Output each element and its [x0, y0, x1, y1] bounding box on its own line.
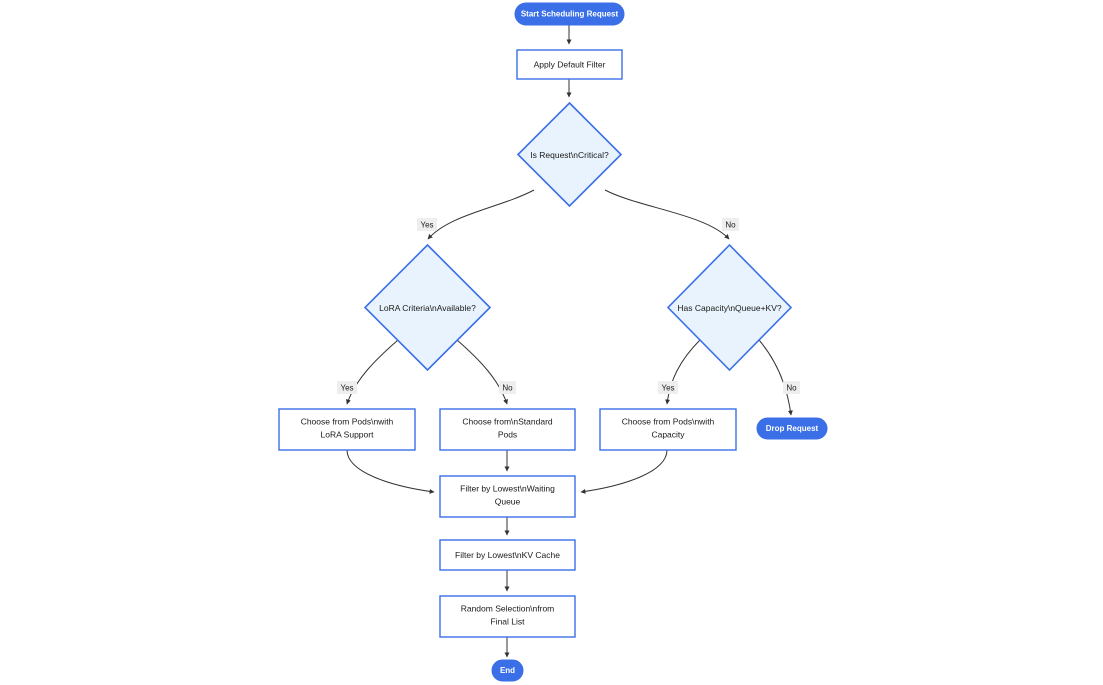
node-start-shape[interactable]: [514, 2, 625, 26]
node-random-selection-label-line1: Random Selection\nfrom: [461, 603, 555, 613]
node-filter-waiting-queue-label-line1: Filter by Lowest\nWaiting: [460, 483, 555, 493]
node-drop-request-shape[interactable]: [756, 417, 828, 440]
node-is-request-critical-shape[interactable]: [516, 101, 623, 208]
node-apply-default-filter-shape[interactable]: [516, 49, 623, 80]
node-lora-criteria-available[interactable]: LoRA Criteria\nAvailable?: [363, 243, 492, 372]
node-filter-waiting-queue[interactable]: Filter by Lowest\nWaiting Queue: [439, 475, 576, 518]
edge-capacity-to-drop: [758, 339, 793, 416]
edge-label-critical-no-text: No: [725, 221, 736, 230]
edge-label-lora-no: No: [499, 381, 516, 394]
edge-label-lora-no-text: No: [502, 384, 513, 393]
node-start-label: Start Scheduling Request: [521, 10, 619, 19]
edge-label-lora-yes: Yes: [337, 381, 357, 394]
edge-pods-cap-to-filter-queue: [580, 449, 668, 494]
node-end-shape[interactable]: [491, 659, 524, 682]
edge-label-capacity-no: No: [783, 381, 800, 394]
edge-label-critical-no: No: [722, 218, 739, 231]
node-choose-pods-capacity-shape[interactable]: [599, 408, 737, 451]
node-choose-pods-capacity-label-line2: Capacity: [651, 429, 685, 439]
node-filter-kv-cache-label: Filter by Lowest\nKV Cache: [455, 550, 560, 560]
edge-label-capacity-yes: Yes: [658, 381, 678, 394]
node-apply-default-filter[interactable]: Apply Default Filter: [516, 49, 623, 80]
node-end[interactable]: End: [491, 659, 524, 682]
node-end-label: End: [500, 666, 515, 675]
node-start[interactable]: Start Scheduling Request: [514, 2, 625, 26]
node-filter-waiting-queue-label-line2: Queue: [495, 496, 521, 506]
node-filter-kv-cache-shape[interactable]: [439, 539, 576, 571]
node-choose-pods-lora-label-line1: Choose from Pods\nwith: [301, 416, 394, 426]
node-choose-pods-capacity[interactable]: Choose from Pods\nwith Capacity: [599, 408, 737, 451]
node-filter-kv-cache[interactable]: Filter by Lowest\nKV Cache: [439, 539, 576, 571]
edge-critical-to-capacity: [604, 189, 730, 240]
node-choose-pods-standard[interactable]: Choose from\nStandard Pods: [439, 408, 576, 451]
node-is-request-critical[interactable]: Is Request\nCritical?: [516, 101, 623, 208]
node-choose-pods-standard-label-line2: Pods: [498, 429, 517, 439]
edge-capacity-to-pods-cap: [665, 339, 701, 405]
node-has-capacity[interactable]: Has Capacity\nQueue+KV?: [666, 243, 793, 372]
node-choose-pods-standard-shape[interactable]: [439, 408, 576, 451]
node-is-request-critical-label: Is Request\nCritical?: [530, 150, 609, 160]
node-choose-pods-lora-shape[interactable]: [278, 408, 416, 451]
node-has-capacity-label: Has Capacity\nQueue+KV?: [677, 303, 781, 313]
node-lora-criteria-available-label: LoRA Criteria\nAvailable?: [379, 303, 476, 313]
edges-layer: [346, 25, 793, 658]
node-filter-waiting-queue-shape[interactable]: [439, 475, 576, 518]
node-drop-request-label: Drop Request: [766, 424, 819, 433]
node-random-selection-label-line2: Final List: [490, 616, 525, 626]
edge-label-capacity-no-text: No: [786, 384, 797, 393]
edge-lora-to-pods-lora: [346, 339, 399, 405]
node-choose-pods-lora[interactable]: Choose from Pods\nwith LoRA Support: [278, 408, 416, 451]
edge-critical-to-lora: [427, 189, 535, 240]
edge-labels-layer: Yes No Yes No Yes No: [337, 218, 800, 394]
node-drop-request[interactable]: Drop Request: [756, 417, 828, 440]
node-choose-pods-standard-label-line1: Choose from\nStandard: [462, 416, 553, 426]
node-has-capacity-shape[interactable]: [666, 243, 793, 372]
node-lora-criteria-available-shape[interactable]: [363, 243, 492, 372]
node-choose-pods-lora-label-line2: LoRA Support: [321, 429, 375, 439]
edge-lora-to-pods-std: [456, 339, 508, 405]
edge-pods-lora-to-filter-queue: [346, 449, 435, 494]
node-random-selection[interactable]: Random Selection\nfrom Final List: [439, 595, 576, 638]
node-apply-default-filter-label: Apply Default Filter: [534, 59, 606, 69]
edge-label-capacity-yes-text: Yes: [661, 384, 674, 393]
nodes-layer: Start Scheduling Request Apply Default F…: [278, 2, 828, 682]
node-choose-pods-capacity-label-line1: Choose from Pods\nwith: [622, 416, 715, 426]
edge-label-critical-yes-text: Yes: [420, 221, 433, 230]
edge-label-lora-yes-text: Yes: [340, 384, 353, 393]
node-random-selection-shape[interactable]: [439, 595, 576, 638]
edge-label-critical-yes: Yes: [417, 218, 437, 231]
